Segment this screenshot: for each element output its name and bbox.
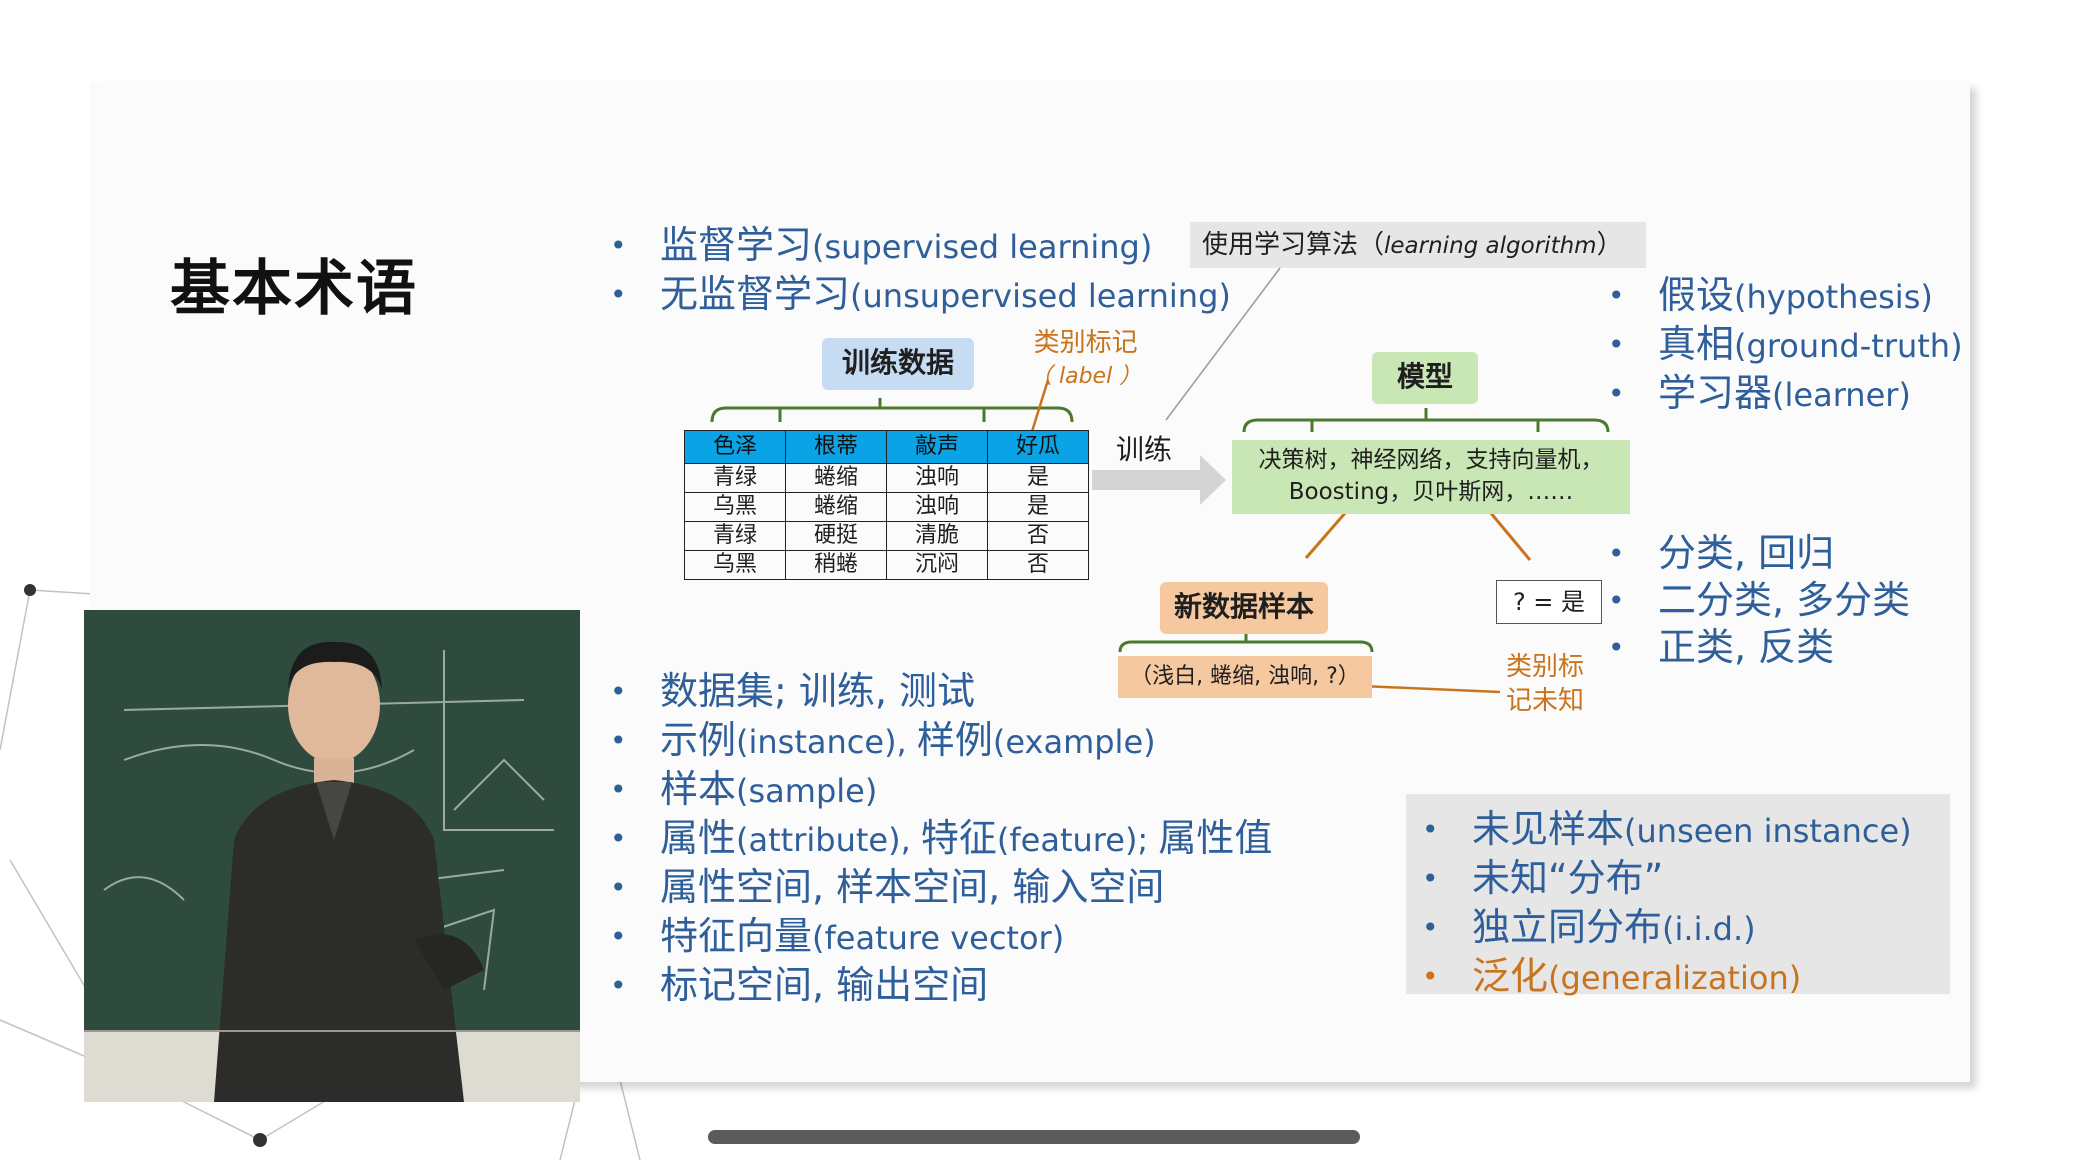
table-cell: 沉闷 (886, 550, 988, 580)
training-data-table: 色泽 根蒂 敲声 好瓜 青绿 蜷缩 浊响 是 乌黑 蜷缩 浊响 是 青绿 硬挺 … (684, 430, 1089, 580)
table-cell: 蜷缩 (785, 492, 887, 522)
table-cell: 硬挺 (785, 521, 887, 551)
bullet-sample: 样本(sample) (610, 766, 1272, 815)
table-cell: 青绿 (684, 521, 786, 551)
table-cell: 乌黑 (684, 550, 786, 580)
bullets-learning-types: 监督学习(supervised learning) 无监督学习(unsuperv… (610, 222, 1231, 320)
label-note: 类别标记 （ label ） (1030, 328, 1142, 389)
table-header: 色泽 (684, 430, 786, 464)
generalization-box: 未见样本(unseen instance) 未知“分布” 独立同分布(i.i.d… (1406, 794, 1950, 1000)
bullet-attribute: 属性(attribute), 特征(feature); 属性值 (610, 815, 1272, 864)
lecturer-video-overlay[interactable] (84, 610, 580, 1102)
bullet-feature-vector: 特征向量(feature vector) (610, 913, 1272, 962)
table-cell: 否 (987, 550, 1089, 580)
bullets-hypothesis: 假设(hypothesis) 真相(ground-truth) 学习器(lear… (1608, 272, 1963, 419)
training-data-label: 训练数据 (822, 338, 974, 390)
table-row: 乌黑 蜷缩 浊响 是 (684, 492, 1089, 522)
table-cell: 清脆 (886, 521, 988, 551)
table-cell: 浊响 (886, 463, 988, 493)
unknown-label-note: 类别标 记未知 (1506, 652, 1585, 716)
table-cell: 是 (987, 463, 1089, 493)
bullet-unsupervised: 无监督学习(unsupervised learning) (610, 271, 1231, 320)
model-examples-box: 决策树，神经网络，支持向量机， Boosting，贝叶斯网，…… (1232, 440, 1630, 514)
bullets-classification: 分类, 回归 二分类, 多分类 正类, 反类 (1608, 530, 1910, 671)
table-cell: 是 (987, 492, 1089, 522)
table-cell: 浊响 (886, 492, 988, 522)
table-header: 敲声 (886, 430, 988, 464)
bullet-generalization: 泛化(generalization) (1422, 953, 1950, 1002)
train-label: 训练 (1116, 433, 1173, 466)
bullet-dataset: 数据集; 训练, 测试 (610, 668, 1272, 717)
model-label: 模型 (1372, 352, 1478, 404)
table-cell: 稍蜷 (785, 550, 887, 580)
bullet-supervised: 监督学习(supervised learning) (610, 222, 1231, 271)
table-row: 青绿 蜷缩 浊响 是 (684, 463, 1089, 493)
table-header: 根蒂 (785, 430, 887, 464)
slide-title: 基本术语 (170, 254, 418, 324)
table-cell: 青绿 (684, 463, 786, 493)
bullet-hypothesis: 假设(hypothesis) (1608, 272, 1963, 321)
bullet-classification-regression: 分类, 回归 (1608, 530, 1910, 577)
table-row: 乌黑 稍蜷 沉闷 否 (684, 550, 1089, 580)
bullet-binary-multiclass: 二分类, 多分类 (1608, 577, 1910, 624)
table-cell: 否 (987, 521, 1089, 551)
learning-algorithm-box: 使用学习算法（learning algorithm） (1190, 222, 1646, 268)
new-sample-label: 新数据样本 (1160, 582, 1328, 634)
bullets-terminology: 数据集; 训练, 测试 示例(instance), 样例(example) 样本… (610, 668, 1272, 1011)
video-frame-illustration (84, 610, 580, 1102)
bullet-spaces: 属性空间, 样本空间, 输入空间 (610, 864, 1272, 913)
bullet-label-space: 标记空间, 输出空间 (610, 962, 1272, 1011)
table-cell: 乌黑 (684, 492, 786, 522)
bullet-positive-negative: 正类, 反类 (1608, 624, 1910, 671)
bullet-unseen-instance: 未见样本(unseen instance) (1422, 806, 1950, 855)
bullet-learner: 学习器(learner) (1608, 370, 1963, 419)
table-header: 好瓜 (987, 430, 1089, 464)
table-header-row: 色泽 根蒂 敲声 好瓜 (684, 430, 1089, 464)
bullet-ground-truth: 真相(ground-truth) (1608, 321, 1963, 370)
bullet-unknown-distribution: 未知“分布” (1422, 855, 1950, 904)
home-indicator-bar[interactable] (708, 1130, 1360, 1144)
table-cell: 蜷缩 (785, 463, 887, 493)
prediction-box: ? = 是 (1496, 580, 1602, 624)
table-row: 青绿 硬挺 清脆 否 (684, 521, 1089, 551)
bullet-instance: 示例(instance), 样例(example) (610, 717, 1272, 766)
bullet-iid: 独立同分布(i.i.d.) (1422, 904, 1950, 953)
